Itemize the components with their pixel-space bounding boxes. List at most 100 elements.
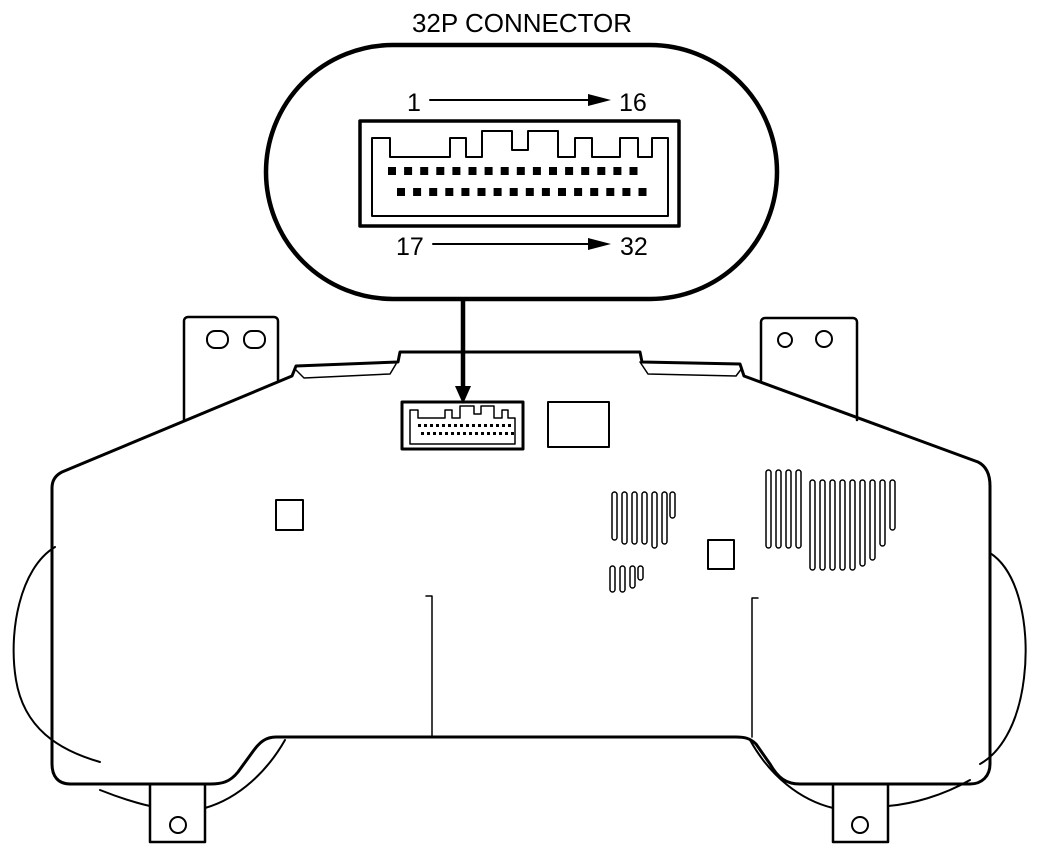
housing-connector-pin [457,432,460,435]
connector-pin [532,167,541,175]
vent-slot [609,565,616,593]
vent-slot [621,491,628,545]
connector-pin [500,167,509,175]
housing-connector-outer [400,400,525,451]
vent-slot [849,479,856,571]
housing-connector-pin [499,432,502,435]
callout-pointer-arrowhead [455,386,471,404]
housing-connector-pin [430,424,433,427]
right-bracket-hole-1-icon [777,332,793,348]
left-gauge-ring-bottom [99,739,286,809]
connector-pin [629,167,638,175]
housing-seam-left [425,595,433,738]
housing-connector-pin [511,432,514,435]
housing-connector-pin [433,432,436,435]
pin-label-32: 32 [620,233,648,261]
connector-pin [622,188,631,196]
vent-slot [669,491,676,519]
vent-slot [775,469,782,549]
housing-connector-pin [493,432,496,435]
bottom-left-tab-hole-icon [169,816,187,834]
housing-connector-pin [481,432,484,435]
connector-pin [558,188,566,196]
housing-connector-pin [466,424,469,427]
housing-connector-pin [424,424,427,427]
connector-pin-row-top [388,167,638,175]
top-pin-arrowhead [588,94,611,106]
vent-slot [765,469,772,549]
vent-slot [869,479,876,561]
bottom-left-mounting-tab [148,782,207,844]
connector-pin [484,167,493,175]
vent-slot [631,491,638,545]
housing-connector-pin-row-bottom [421,432,514,435]
housing-connector-pin [445,432,448,435]
connector-pin [606,188,615,196]
connector-pin [590,188,599,196]
connector-pin-row-bottom [397,188,647,196]
vent-slot [651,491,658,549]
housing-connector-pin [505,432,508,435]
vent-slots-center [611,491,676,549]
vent-slot [785,469,792,549]
housing-connector-pin [463,432,466,435]
connector-pin [613,167,622,175]
vent-slot [859,479,866,567]
left-mounting-bracket [182,315,280,422]
connector-title: 32P CONNECTOR [412,8,632,38]
housing-small-square-right [707,539,735,570]
connector-face-outer [358,119,681,228]
housing-connector-pin [484,424,487,427]
vent-slot [879,479,886,547]
housing-connector-pin [442,424,445,427]
housing-connector-pin [496,424,499,427]
vent-slot [809,479,816,571]
connector-pin [509,188,518,196]
pin-label-16: 16 [619,89,647,117]
connector-pin [638,188,647,196]
connector-pin [574,188,583,196]
housing-top-ridge [295,361,743,379]
vent-slot [641,491,648,545]
connector-pin [477,188,486,196]
connector-pin [388,167,396,175]
pin-label-1: 1 [407,89,421,117]
connector-pin [397,188,405,196]
left-gauge-ring [12,546,101,763]
bottom-right-mounting-tab [831,782,890,844]
housing-connector-pin [454,424,457,427]
connector-pin [404,167,413,175]
connector-pin [549,167,557,175]
housing-connector-pin [418,424,421,427]
left-bracket-hole-1-icon [206,330,229,349]
housing-connector-pin [478,424,481,427]
vent-slot [795,469,802,549]
connector-pin [420,167,429,175]
connector-callout-bubble [263,42,780,302]
housing-small-square-left [275,499,304,531]
housing-connector-pin-row-top [418,424,511,427]
housing-connector-pin [439,432,442,435]
housing-connector-pin [436,424,439,427]
housing-connector-pin [469,432,472,435]
connector-pin [565,167,574,175]
connector-pin [525,188,534,196]
housing-connector-pin [508,424,511,427]
connector-pin [452,167,461,175]
vent-slot [629,565,636,589]
vent-slot [637,565,644,581]
right-gauge-ring-bottom [749,739,971,809]
connector-face-keyway [371,130,669,217]
vent-slot [839,479,846,571]
housing-square-port [547,401,610,448]
connector-pin [461,188,470,196]
right-mounting-bracket [759,316,859,422]
connector-pin [493,188,502,196]
housing-connector-pin [451,432,454,435]
cluster-housing [50,350,992,786]
right-gauge-ring [979,552,1027,765]
connector-pin [429,188,438,196]
connector-pin [597,167,606,175]
housing-connector-pin [421,432,424,435]
